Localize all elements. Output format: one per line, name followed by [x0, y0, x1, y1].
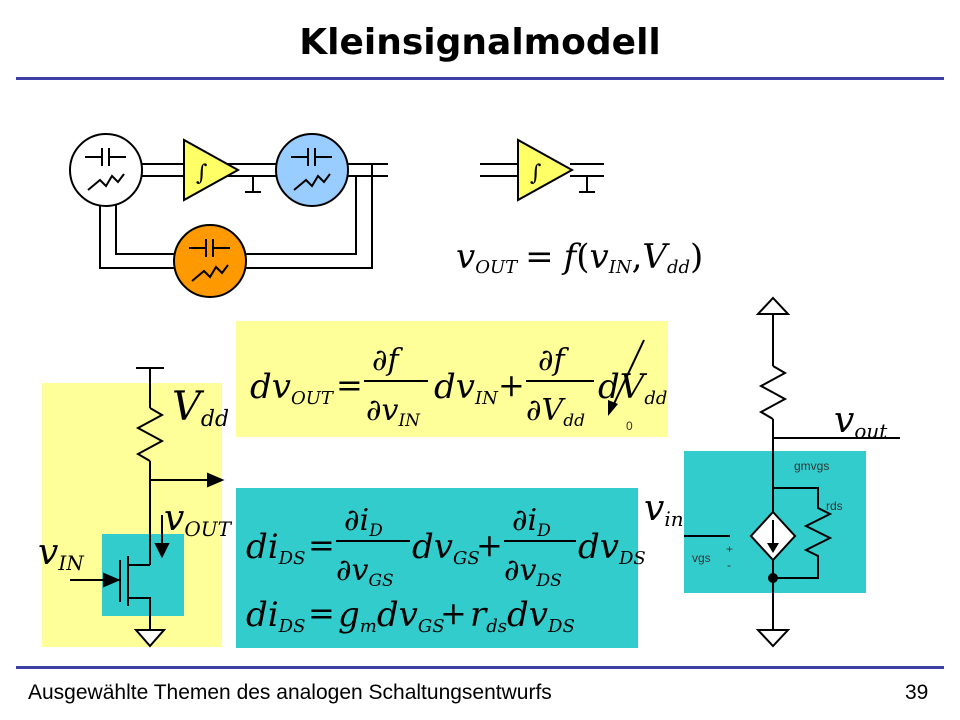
label-minus: -: [727, 558, 731, 572]
equation-dvout: dvOUT = ∂f ∂vIN dvIN + ∂f ∂Vdd dVdd 0: [250, 339, 667, 433]
integrator-symbol: ∫: [530, 161, 542, 186]
svg-text:+: +: [498, 366, 525, 404]
footer-rule: [16, 666, 944, 669]
label-vin: vIN: [38, 532, 85, 575]
block-circle-white: [69, 133, 143, 207]
slide-title: Kleinsignalmodell: [299, 22, 661, 63]
svg-text:diDS: diDS: [246, 595, 305, 637]
equation-box-dids: [236, 488, 638, 648]
equation-dids-linear: diDS = gmdvGS + rdsdvDS: [246, 594, 575, 637]
svg-text:=: =: [308, 526, 335, 564]
equation-dids: diDS = ∂iD ∂vGS dvGS + ∂iD ∂vDS dvDS: [246, 503, 646, 591]
svg-text:rdsdvDS: rdsdvDS: [470, 595, 575, 637]
svg-text:∂vGS: ∂vGS: [336, 553, 394, 591]
integrator-symbol: ∫: [196, 161, 208, 186]
label-vin-small: vin: [644, 488, 684, 531]
svg-text:+: +: [440, 594, 467, 632]
label-rds: rds: [826, 499, 843, 513]
block-circle-orange: [173, 224, 247, 298]
integrator-block-2: ∫: [480, 138, 604, 202]
svg-text:gmdvGS: gmdvGS: [338, 595, 445, 637]
equation-vout-function: vOUT=f(vIN,Vdd): [456, 237, 703, 278]
svg-text:∂iD: ∂iD: [512, 503, 551, 541]
svg-text:diDS: diDS: [246, 527, 305, 569]
transistor-highlight: [102, 534, 184, 616]
current-arrow-head: [767, 543, 779, 553]
capacitor-resistor-icon: [85, 148, 126, 191]
junction-dot: [768, 573, 778, 583]
label-plus: +: [726, 542, 733, 556]
svg-text:dvOUT: dvOUT: [250, 367, 335, 409]
svg-text:=: =: [308, 594, 335, 632]
svg-text:dvGS: dvGS: [412, 527, 480, 569]
label-gmvgs: gmvgs: [794, 459, 829, 473]
capacitor-resistor-icon: [291, 148, 332, 191]
page-number: 39: [905, 681, 929, 704]
equation-box-dvout: [236, 321, 668, 437]
label-vout-small: vout: [834, 400, 888, 443]
svg-text:∂iD: ∂iD: [344, 503, 383, 541]
svg-text:∂vDS: ∂vDS: [504, 553, 562, 591]
svg-text:∂f: ∂f: [372, 343, 404, 378]
svg-text:+: +: [476, 526, 503, 564]
svg-text:dvDS: dvDS: [578, 527, 646, 569]
label-vdd: Vdd: [172, 384, 229, 432]
label-vgs: vgs: [692, 551, 711, 565]
svg-text:=: =: [336, 366, 363, 404]
svg-text:∂vIN: ∂vIN: [366, 393, 421, 431]
label-vout: vOUT: [164, 498, 233, 541]
svg-text:∂f: ∂f: [538, 343, 570, 378]
svg-text:∂Vdd: ∂Vdd: [526, 393, 585, 431]
svg-text:dvIN: dvIN: [434, 367, 499, 409]
transistor-circuit: [70, 367, 225, 648]
block-circle-blue: [275, 133, 349, 207]
title-rule: [16, 77, 944, 80]
integrator-block-1: ∫: [183, 138, 261, 202]
zero-label: 0: [626, 419, 633, 433]
capacitor-resistor-icon: [189, 239, 230, 282]
footer-title: Ausgewählte Themen des analogen Schaltun…: [28, 681, 552, 704]
